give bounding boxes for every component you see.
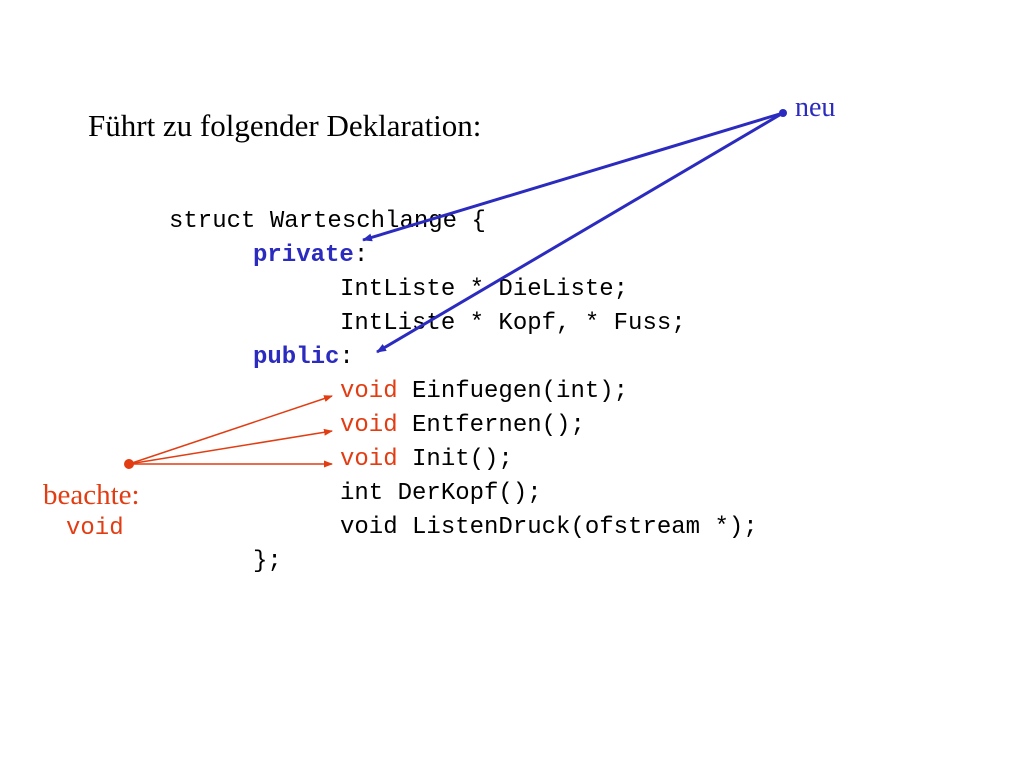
code-member-dieliste: IntListe * DieListe; [340,276,629,303]
void-keyword: void [340,446,398,473]
arrow-to-public [376,111,784,354]
arrow-to-einfuegen [128,395,333,465]
method-entfernen: Entfernen(); [397,412,585,439]
code-closing-brace: }; [253,548,282,575]
annotation-neu: neu [795,92,836,123]
arrow-to-entfernen [128,428,333,465]
public-colon: : [339,344,354,371]
code-method-listendruck: void ListenDruck(ofstream *); [340,514,758,541]
code-method-entfernen: void Entfernen(); [340,409,585,443]
annotation-beachte: beachte: [43,479,140,511]
annotation-void: void [66,515,124,542]
code-private-line: private: [253,239,368,273]
slide-heading: Führt zu folgender Deklaration: [88,108,482,143]
method-init: Init(); [397,446,513,473]
arrow-to-private [362,111,784,242]
code-public-line: public: [253,341,354,375]
method-einfuegen: Einfuegen(int); [397,378,629,405]
void-keyword: void [340,412,398,439]
public-keyword: public [253,344,340,371]
private-colon: : [353,242,369,269]
code-method-derkopf: int DerKopf(); [340,480,542,507]
void-keyword: void [340,378,398,405]
private-keyword: private [253,242,354,269]
code-method-init: void Init(); [340,443,513,477]
code-method-einfuegen: void Einfuegen(int); [340,375,628,409]
code-member-kopf-fuss: IntListe * Kopf, * Fuss; [340,310,686,337]
